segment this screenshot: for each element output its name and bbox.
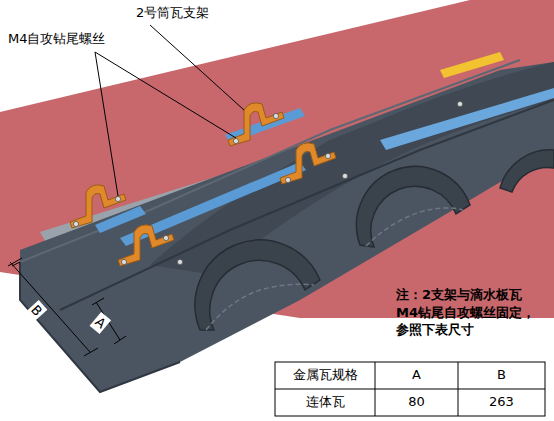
tile-bracket (70, 103, 336, 266)
table-grid (275, 362, 545, 416)
drip-cap (500, 150, 554, 192)
drip-cap (356, 166, 470, 247)
table-cell: 80 (375, 393, 458, 411)
part-name: M4自攻钻尾螺丝 (8, 30, 106, 48)
part-name: 2号筒瓦支架 (136, 4, 209, 22)
barrel-tile (150, 62, 554, 275)
leader-line (95, 25, 244, 196)
note-text: 注：2支架与滴水板瓦 M4钻尾自攻螺丝固定， 参照下表尺寸 (396, 286, 546, 339)
screw (73, 101, 462, 264)
drip-cap (195, 240, 320, 330)
table-cell: 金属瓦规格 (275, 366, 375, 384)
table-cell: B (458, 366, 545, 384)
dimension-line (8, 258, 126, 356)
tile-body (20, 62, 554, 392)
yellow-bracket (440, 52, 504, 78)
table-cell: A (375, 366, 458, 384)
table-cell: 263 (458, 393, 545, 411)
table-cell: 连体瓦 (275, 393, 375, 411)
